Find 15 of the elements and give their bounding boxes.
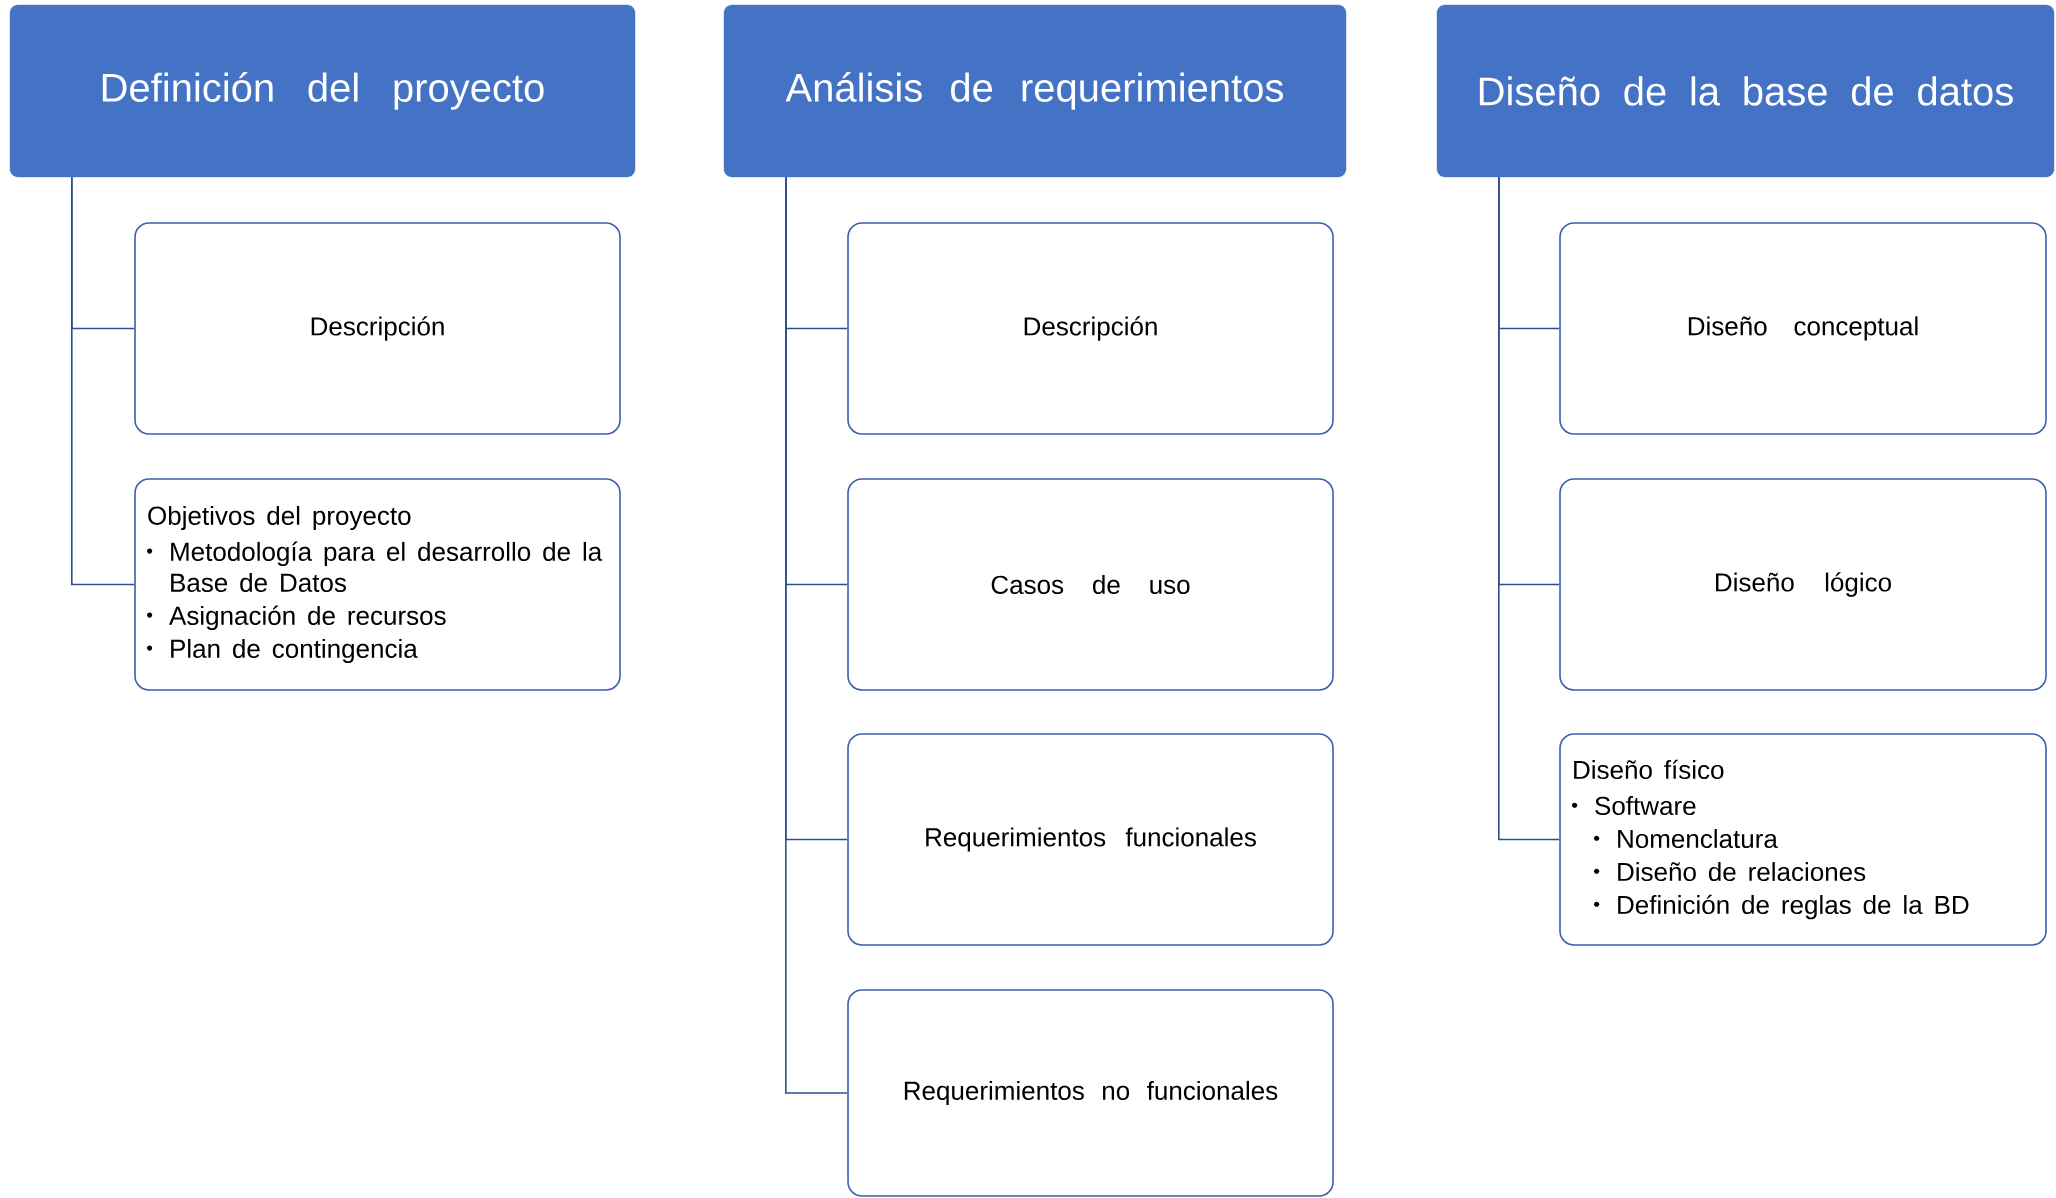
- task-box: Requerimientos no funcionales: [847, 989, 1334, 1197]
- connector: [785, 176, 848, 1094]
- task-box: Diseño físico Software Nomenclatura Diseño de relaciones Definición de reglas de la BD: [1559, 733, 2047, 946]
- task-box: Objetivos del proyecto Metodología para el desarrollo de la Base de Datos Asignación de recursos Plan de contingencia: [134, 478, 621, 691]
- phase-header: Definición del proyecto: [9, 4, 636, 178]
- connector: [71, 176, 135, 586]
- task-box: Diseño conceptual: [1559, 222, 2047, 435]
- task-box: Diseño lógico: [1559, 478, 2047, 691]
- connector: [1498, 176, 1560, 841]
- task-box: Descripción: [847, 222, 1334, 435]
- task-box: Descripción: [134, 222, 621, 435]
- phase-header: Análisis de requerimientos: [723, 4, 1347, 178]
- task-box: Requerimientos funcionales: [847, 733, 1334, 946]
- task-box: Casos de uso: [847, 478, 1334, 691]
- phase-header: Diseño de la base de datos: [1436, 4, 2055, 178]
